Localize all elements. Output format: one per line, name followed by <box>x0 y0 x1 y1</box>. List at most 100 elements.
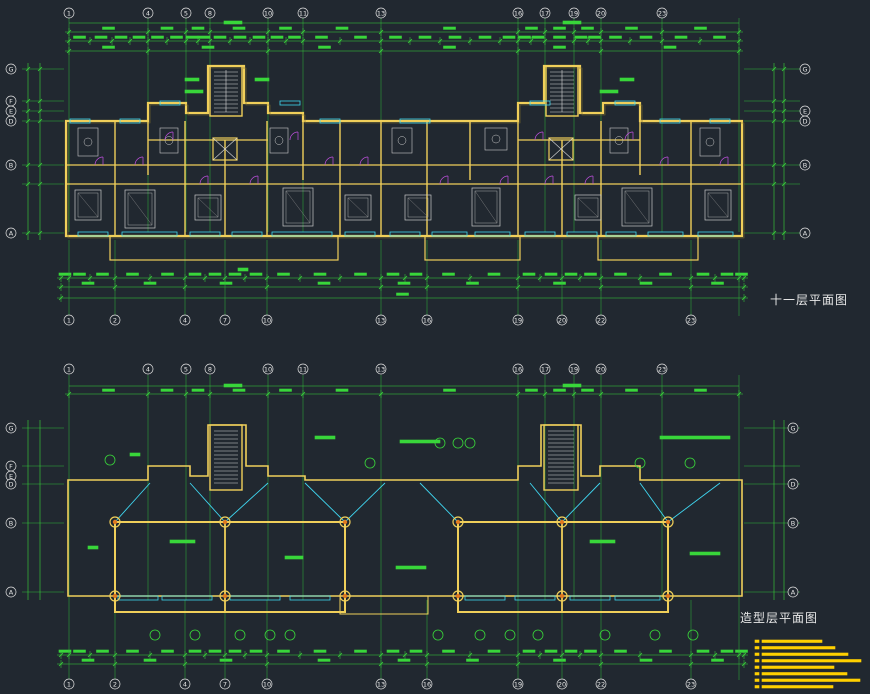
axis-bubble-right: D <box>787 478 799 490</box>
axis-bubble-circle <box>297 7 309 19</box>
window <box>189 231 221 237</box>
dimension-tick <box>781 230 787 236</box>
dimension-tick <box>771 181 777 187</box>
axis-bubble-bottom: 7 <box>219 314 231 326</box>
window <box>119 118 141 124</box>
note-text-line <box>761 639 823 643</box>
annotation-mark <box>254 77 270 82</box>
dimension-text-mark <box>522 649 536 653</box>
column <box>339 516 351 528</box>
toilet <box>83 137 93 147</box>
dimension-text-mark <box>96 649 109 653</box>
axis-bubble-top: 8 <box>204 7 216 19</box>
axis-bubble-top: 4 <box>142 363 154 375</box>
elevator-shaft <box>548 137 574 161</box>
door-swing <box>499 175 509 185</box>
window <box>709 118 731 124</box>
axis-bubble-circle <box>180 7 192 19</box>
axis-bubble-circle <box>685 314 697 326</box>
axis-bubble-circle <box>204 363 216 375</box>
axis-bubble-bottom: 1 <box>63 678 75 690</box>
column <box>556 590 568 602</box>
dimension-layer <box>22 18 800 680</box>
axis-bubble-circle <box>556 314 568 326</box>
axis-bubble-label: 10 <box>264 10 272 18</box>
dimension-tick <box>771 66 777 72</box>
dimension-tick <box>25 118 31 124</box>
axis-bubble-label: D <box>790 481 795 489</box>
section-marker <box>684 457 696 469</box>
axis-bubble-right: G <box>787 422 799 434</box>
annotation-mark <box>689 551 721 556</box>
dimension-tick <box>781 108 787 114</box>
axis-bubble-top: 8 <box>204 363 216 375</box>
ridge-line <box>639 482 669 523</box>
dimension-text-mark <box>525 388 538 392</box>
dimension-text-mark <box>279 388 292 392</box>
axis-bubble-label: 16 <box>514 366 522 374</box>
dimension-text-mark <box>711 281 724 285</box>
bed-hatch <box>347 197 369 218</box>
annotation-mark <box>619 77 635 82</box>
dimension-text-mark <box>584 272 597 276</box>
facade-window <box>514 595 556 601</box>
annotation-mark <box>659 435 731 440</box>
annotation-mark <box>395 565 427 570</box>
axis-bubble-top: 17 <box>539 7 551 19</box>
axis-bubble-right: B <box>787 517 799 529</box>
note-text-line <box>761 659 862 663</box>
note-text-line <box>761 652 849 656</box>
axis-bubble-circle <box>421 314 433 326</box>
dimension-text-mark <box>478 35 492 39</box>
axis-bubble-circle <box>219 314 231 326</box>
dimension-text-mark <box>584 649 597 653</box>
section-marker <box>687 629 699 641</box>
dimension-text-mark <box>228 272 242 276</box>
note-bullet <box>754 665 760 669</box>
axis-bubble-circle <box>421 678 433 690</box>
window <box>271 231 333 237</box>
axis-bubble-label: A <box>9 230 14 238</box>
top-dimension-chain-2 <box>65 35 743 45</box>
dimension-text-mark <box>409 649 423 653</box>
axis-bubble-label: 5 <box>184 10 188 18</box>
axis-bubble-label: 13 <box>377 317 385 325</box>
dimension-text-mark <box>170 35 183 39</box>
column-core <box>112 519 118 525</box>
bed-hatch <box>624 190 650 224</box>
axis-bubble-circle <box>595 7 607 19</box>
dimension-text-mark <box>466 658 479 662</box>
axis-bubble-bottom: 16 <box>421 314 433 326</box>
axis-bubble-label: 4 <box>146 366 150 374</box>
dimension-tick <box>25 66 31 72</box>
facade-block-right <box>457 521 669 613</box>
toilet <box>705 137 715 147</box>
axis-bubble-circle <box>5 63 17 75</box>
axis-bubble-top: 1 <box>63 363 75 375</box>
dimension-text-mark <box>639 35 653 39</box>
column <box>109 516 121 528</box>
dimension-text-mark <box>553 35 566 39</box>
dimension-text-mark <box>522 272 536 276</box>
annotation-mark <box>237 267 249 272</box>
balcony-left <box>109 235 339 261</box>
window <box>474 231 511 237</box>
dimension-tick <box>781 66 787 72</box>
axis-bubble-top: 19 <box>568 363 580 375</box>
note-text-line <box>761 665 835 669</box>
axis-bubble-label: 10 <box>263 681 271 689</box>
dimension-text-mark <box>219 281 233 285</box>
annotation-mark <box>184 89 204 94</box>
facade-window <box>117 595 159 601</box>
section-marker <box>364 457 376 469</box>
dimension-text-mark <box>581 388 594 392</box>
axis-bubble-right: G <box>799 63 811 75</box>
axis-bubble-label: 4 <box>183 681 187 689</box>
column-core <box>342 519 348 525</box>
bathroom-fixture <box>159 127 179 154</box>
dimension-text-mark <box>397 281 411 285</box>
dimension-text-mark <box>277 649 290 653</box>
axis-bubble-label: 19 <box>514 681 522 689</box>
axis-bubble-circle <box>595 678 607 690</box>
